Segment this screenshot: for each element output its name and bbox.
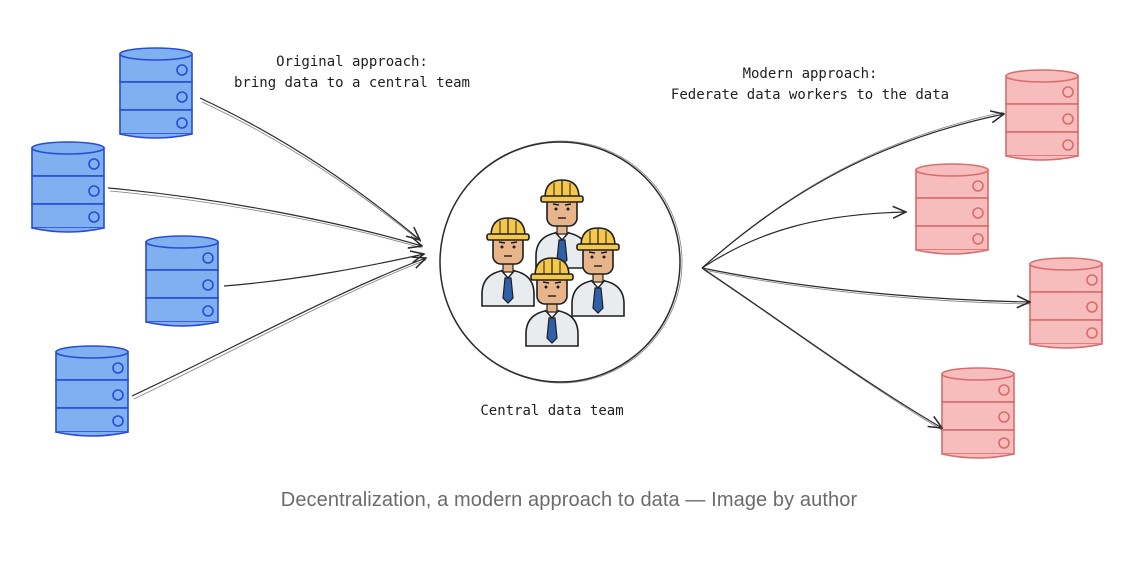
database-icon-left-4 — [55, 345, 129, 437]
database-icon-right-4 — [941, 367, 1015, 459]
modern-approach-subtitle: Federate data workers to the data — [671, 87, 949, 103]
database-icon-right-3 — [1029, 257, 1103, 349]
original-approach-subtitle: bring data to a central team — [234, 75, 470, 91]
database-icon-right-1 — [1005, 69, 1079, 161]
arrow-right-2 — [701, 212, 906, 269]
arrow-left-2 — [107, 187, 422, 246]
database-icon-left-3 — [145, 235, 219, 327]
workers-icon — [481, 179, 625, 347]
arrow-right-3 — [701, 267, 1030, 302]
original-approach-title: Original approach: — [276, 54, 428, 70]
modern-approach-title: Modern approach: — [743, 66, 878, 82]
arrow-right-4 — [701, 267, 942, 428]
database-icon-left-2 — [31, 141, 105, 233]
arrow-left-1 — [199, 97, 420, 240]
central-team-label: Central data team — [480, 403, 623, 419]
figure-caption: Decentralization, a modern approach to d… — [280, 489, 858, 511]
database-icon-left-1 — [119, 47, 193, 139]
arrow-left-4 — [131, 258, 426, 397]
database-icon-right-2 — [915, 163, 989, 255]
arrow-left-3 — [223, 254, 424, 287]
